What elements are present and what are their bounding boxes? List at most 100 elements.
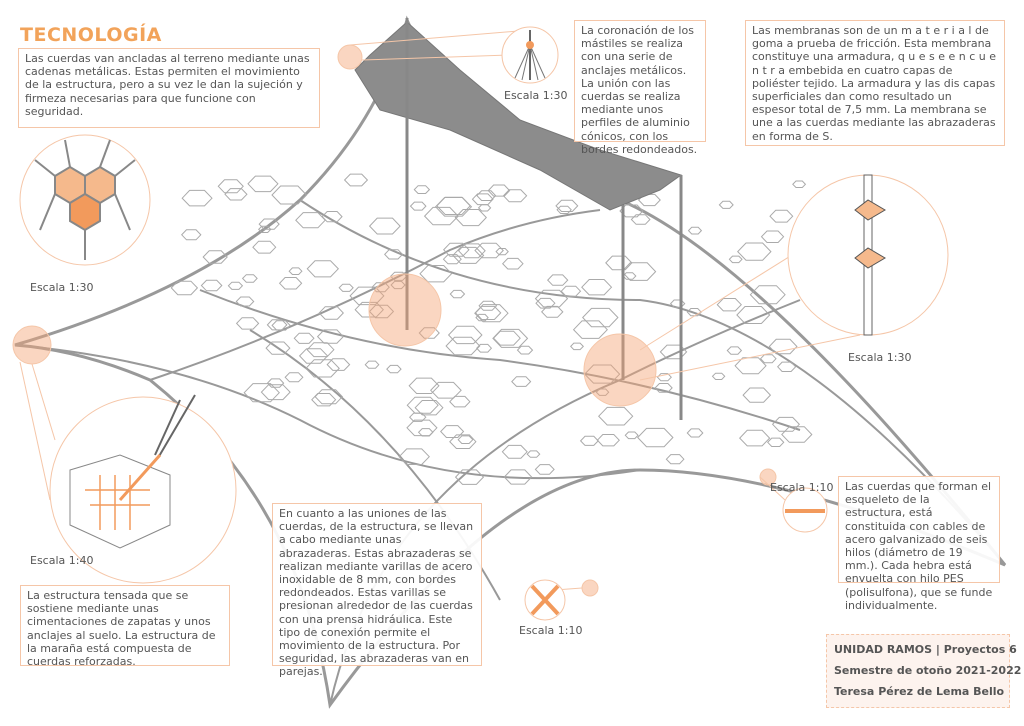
mesh-cell	[476, 190, 497, 201]
mesh-cell	[454, 209, 487, 227]
scale-cable: Escala 1:10	[770, 481, 834, 494]
mesh-cell	[516, 345, 534, 355]
mesh-cell	[624, 431, 639, 440]
mesh-cell	[445, 336, 481, 356]
mesh-cell	[265, 341, 291, 355]
footer-credits: UNIDAD RAMOS | Proyectos 6 Semestre de o…	[826, 634, 1021, 708]
mesh-cell	[474, 242, 504, 259]
mesh-cell	[235, 296, 255, 307]
mesh-cell	[759, 354, 777, 364]
mesh-cell	[271, 185, 308, 205]
mesh-cell	[288, 267, 303, 275]
net-mesh	[170, 173, 813, 485]
mesh-cell	[503, 469, 533, 485]
mesh-cell	[478, 300, 498, 311]
mesh-cell	[596, 434, 620, 447]
mesh-cell	[534, 464, 555, 475]
mesh-cell	[266, 378, 285, 388]
mesh-cell	[760, 230, 785, 243]
mesh-cell	[726, 346, 743, 355]
mesh-cell	[767, 437, 785, 447]
membrane-detail	[787, 174, 949, 336]
mesh-cell	[326, 358, 351, 371]
mesh-cell	[781, 426, 813, 443]
mesh-cell	[406, 396, 439, 414]
mesh-cell	[418, 327, 440, 339]
mesh-cell	[354, 301, 384, 318]
mesh-cell	[619, 204, 644, 218]
mesh-cell	[457, 435, 474, 444]
mesh-cell	[449, 289, 466, 299]
mesh-cell	[474, 305, 502, 320]
mesh-cell	[749, 285, 786, 305]
membrane	[354, 21, 683, 211]
footer-author: Teresa Pérez de Lema Bello	[834, 685, 1005, 698]
mesh-cell	[556, 205, 572, 214]
mesh-cell	[293, 332, 315, 344]
mesh-cell	[477, 204, 492, 212]
mesh-cell	[434, 197, 473, 217]
page-title: TECNOLOGÍA	[20, 24, 162, 46]
mesh-cell	[718, 200, 734, 209]
mesh-cell	[241, 274, 258, 283]
mesh-cell	[364, 360, 380, 369]
highlight-circles	[12, 44, 777, 597]
mesh-cell	[417, 428, 434, 437]
hex-detail	[19, 134, 151, 266]
mesh-cell	[343, 173, 369, 187]
mesh-cell	[243, 383, 280, 403]
mesh-cell	[457, 243, 486, 259]
mesh-cell	[595, 388, 610, 396]
mesh-cell	[447, 325, 483, 345]
mesh-cell	[306, 260, 339, 278]
mesh-cell	[414, 400, 444, 416]
mesh-cell	[349, 286, 385, 306]
mesh-cell	[687, 226, 703, 235]
mesh-cell	[471, 193, 494, 206]
mesh-cell	[311, 393, 337, 407]
mesh-cell	[716, 298, 742, 312]
mesh-cell	[321, 211, 343, 223]
mesh-cell	[654, 383, 673, 393]
mesh-cell	[202, 250, 228, 264]
mesh-cell	[734, 357, 767, 375]
mesh-cell	[502, 257, 524, 270]
mesh-cell	[659, 344, 688, 360]
mast-detail	[501, 26, 559, 84]
mesh-cell	[442, 254, 462, 265]
mesh-cell	[384, 249, 404, 260]
mesh-cell	[630, 214, 651, 225]
scale-mast: Escala 1:30	[504, 89, 568, 102]
mesh-cell	[278, 277, 303, 290]
mesh-cell	[792, 180, 807, 188]
mesh-cell	[526, 450, 541, 458]
mesh-cell	[570, 342, 585, 351]
mesh-cell	[534, 289, 569, 308]
mesh-cell	[501, 444, 528, 459]
mesh-cell	[541, 305, 564, 318]
mesh-cell	[390, 280, 406, 290]
leader-lines	[19, 29, 861, 591]
mesh-cell	[386, 364, 402, 374]
mesh-cell	[217, 179, 244, 194]
mesh-cell	[605, 255, 633, 271]
mesh-cell	[581, 279, 613, 296]
mesh-cell	[742, 387, 772, 403]
footer-course: UNIDAD RAMOS | Proyectos 6	[834, 643, 1017, 656]
mesh-cell	[271, 320, 291, 331]
mesh-cell	[258, 218, 280, 230]
mesh-cell	[476, 343, 493, 353]
mesh-cell	[247, 175, 279, 193]
mesh-cell	[665, 454, 685, 465]
mesh-cell	[511, 376, 532, 387]
mesh-cell	[555, 199, 579, 212]
note-masts: La coronación de los mástiles se realiza…	[574, 20, 706, 156]
mesh-cell	[170, 280, 199, 296]
mesh-cell	[449, 395, 471, 408]
mesh-cell	[656, 373, 672, 382]
mesh-cell	[474, 304, 509, 323]
mesh-cell	[547, 274, 569, 286]
mesh-cell	[314, 389, 344, 405]
